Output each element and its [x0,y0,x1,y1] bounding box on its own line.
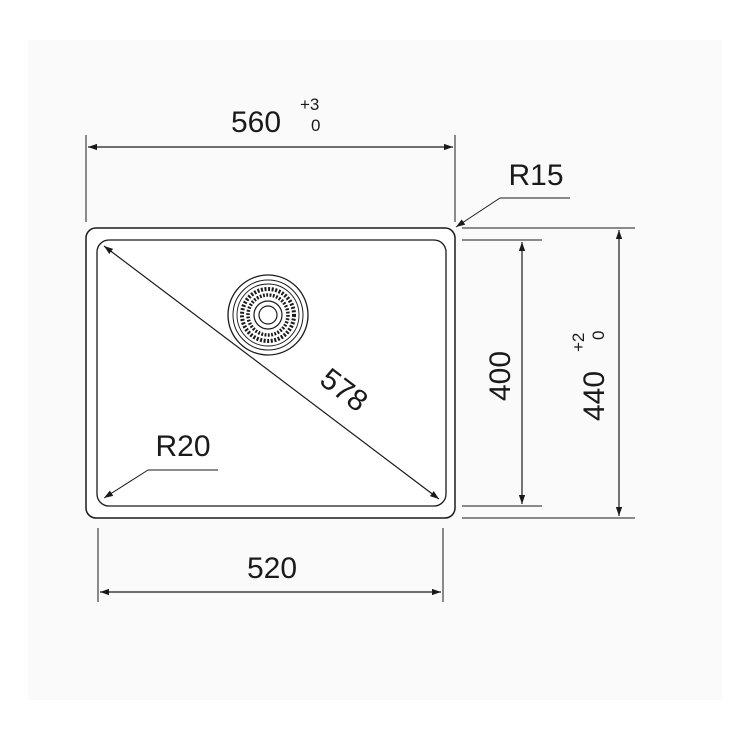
outer-height-label: 440 [578,371,611,421]
outer-width-tolerance-lower: 0 [311,116,320,135]
r15-leader-arrow [455,197,501,228]
inner-radius-label: R20 [155,430,210,463]
outer-width-tolerance-upper: +3 [300,95,319,114]
outer-height-tolerance-upper: +2 [569,333,588,352]
diagonal-dimension-line [103,245,440,500]
outer-width-label: 560 [231,106,281,139]
inner-height-label: 400 [484,351,517,401]
outer-height-tolerance-lower: 0 [589,331,608,340]
r20-leader-arrow [103,469,149,499]
inner-bowl-outline [96,239,447,507]
inner-width-label: 520 [247,552,297,585]
outer-radius-label: R15 [508,159,563,192]
